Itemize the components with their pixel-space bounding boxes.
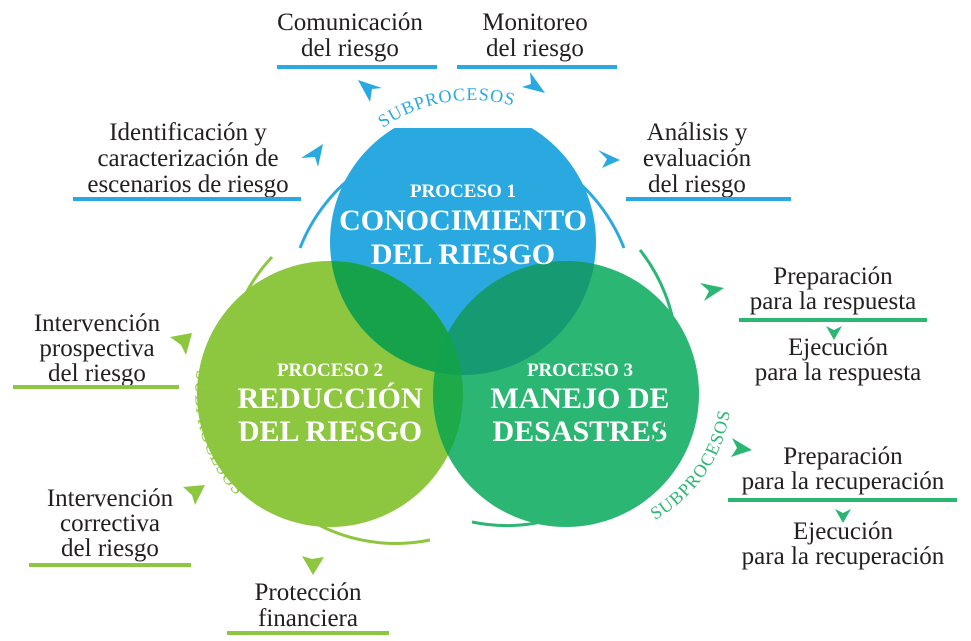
arrow-to-prep-respuesta-icon — [700, 283, 724, 301]
label-identificacion-line1: Identificación y — [109, 119, 267, 146]
label-monitoreo-line1: Monitoreo — [482, 9, 588, 36]
label-proteccion-line1: Protección — [255, 579, 362, 606]
label-prep-recuperacion-line1: Preparación — [783, 443, 903, 470]
process-2-title: PROCESO 2 — [277, 360, 383, 381]
label-comunicacion-line2: del riesgo — [301, 35, 399, 62]
label-correctiva-line1: Intervención — [47, 485, 174, 512]
underline-prep-respuesta — [739, 318, 927, 322]
process-2-name-line1: REDUCCIÓN — [237, 382, 422, 415]
arrow-to-proteccion-icon — [302, 556, 324, 575]
arrow-to-correctiva-icon — [183, 485, 205, 505]
arrow-to-prospectiva-icon — [170, 333, 192, 355]
disaster-subprocess-ring — [471, 249, 679, 528]
label-analisis-line1: Análisis y — [647, 119, 748, 146]
arrow-to-analisis-icon — [598, 150, 620, 168]
label-prep-respuesta-line1: Preparación — [773, 263, 893, 290]
process-2-name-line2: DEL RIESGO — [238, 415, 422, 448]
label-analisis-line3: del riesgo — [648, 171, 746, 198]
venn-circles — [197, 109, 699, 527]
label-correctiva-line2: correctiva — [60, 510, 160, 537]
label-ejec-respuesta-line1: Ejecución — [788, 334, 888, 361]
underline-comunicacion — [277, 65, 437, 69]
label-identificacion-line2: caracterización de — [97, 145, 278, 172]
label-prep-recuperacion-line2: para la recuperación — [742, 468, 945, 495]
subprocesos-top-gap — [386, 92, 562, 128]
label-comunicacion-line1: Comunicación — [277, 9, 423, 36]
process-3-name-line1: MANEJO DE — [490, 382, 669, 415]
label-correctiva-line3: del riesgo — [61, 535, 159, 562]
process-3-title: PROCESO 3 — [527, 360, 633, 381]
reduction-subprocess-ring — [224, 255, 431, 545]
arrow-to-comunicacion-icon — [358, 80, 382, 102]
label-prospectiva-line2: prospectiva — [39, 335, 154, 362]
arrow-to-ejec-recuperacion-icon — [835, 509, 851, 523]
underline-correctiva — [29, 563, 191, 567]
underline-prospectiva — [13, 385, 179, 389]
arrow-to-ejec-respuesta-icon — [826, 326, 842, 340]
label-monitoreo-line2: del riesgo — [486, 35, 584, 62]
label-prospectiva-line3: del riesgo — [48, 360, 146, 387]
underline-proteccion — [227, 631, 389, 635]
knowledge-subprocess-ring — [298, 135, 626, 249]
label-proteccion-line2: financiera — [258, 605, 358, 632]
label-ejec-recuperacion-line2: para la recuperación — [742, 543, 945, 570]
label-analisis-line2: evaluación — [643, 145, 752, 172]
arrow-to-prep-recuperacion-icon — [731, 438, 752, 457]
label-prep-respuesta-line2: para la respuesta — [750, 288, 917, 315]
underline-identificacion — [73, 197, 301, 201]
process-1-title: PROCESO 1 — [410, 181, 516, 202]
label-prospectiva-line1: Intervención — [34, 310, 161, 337]
underline-prep-recuperacion — [728, 498, 957, 502]
process-1-name-line1: CONOCIMIENTO — [339, 204, 587, 237]
process-3-name-line2: DESASTRES — [492, 415, 667, 448]
underline-analisis — [626, 197, 791, 201]
underline-monitoreo — [457, 65, 617, 69]
arrow-to-monitoreo-icon — [522, 72, 545, 93]
process-1-name-line2: DEL RIESGO — [371, 238, 555, 271]
overlap-knowledge-reduction — [330, 261, 463, 375]
label-ejec-respuesta-line2: para la respuesta — [755, 359, 922, 386]
arrow-to-identificacion-icon — [301, 144, 323, 167]
overlap-knowledge-disaster — [433, 261, 596, 375]
label-identificacion-line3: escenarios de riesgo — [87, 171, 288, 198]
